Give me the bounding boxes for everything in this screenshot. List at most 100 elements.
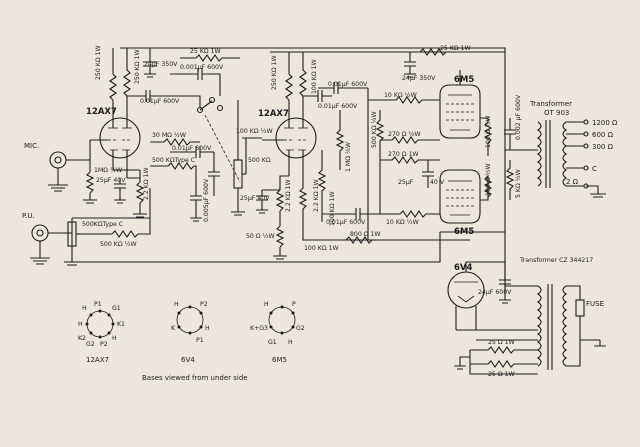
tap-c: C	[592, 165, 597, 173]
c-01-600-d: 0.01μF 600V	[318, 81, 368, 94]
bases-caption: Bases viewed from under side	[142, 374, 248, 382]
c-25-40-b-label: 25μF 40V	[240, 195, 270, 202]
r-100k-1w-b-label: 100 KΩ 1W	[304, 245, 339, 252]
base-6v4-label: 6V4	[181, 356, 195, 364]
ground-bus	[72, 231, 505, 263]
pin-6v4-2: H	[174, 301, 179, 308]
pu-input: P.U.	[22, 212, 72, 265]
c-600v-tone	[208, 152, 220, 196]
r-mic-grid: 1MΩ ½W	[83, 160, 122, 204]
pin-6v4-4: K	[171, 325, 176, 332]
tube-v1-12ax7: 12AX7	[86, 96, 141, 178]
c-01-600-a-label: 0.01μF 600V	[140, 98, 180, 105]
tube-v2-12ax7: 12AX7	[258, 96, 317, 180]
r-plate-b-label: 250 KΩ 1W	[134, 49, 141, 84]
r-500k-b-label: 500 KΩ ½W	[370, 111, 378, 148]
tap-300: 300 Ω	[592, 143, 614, 151]
pin-12ax7-1: P1	[94, 301, 102, 308]
tap-2: 2 Ω	[566, 178, 579, 186]
pin-6m5-4: K+G3	[250, 325, 268, 332]
c-001-600-top-label: 0.001μF 600V	[180, 64, 224, 71]
r-plate-d-label: 100 KΩ 1W	[311, 59, 318, 94]
ot-title: Transformer	[529, 100, 572, 108]
tube-v5-label: 6V4	[454, 263, 472, 273]
pin-12ax7-7: K2	[78, 335, 86, 342]
pu-volume-pot: 500KΩType C	[64, 217, 150, 266]
tap-600: 600 Ω	[592, 131, 614, 139]
fuse-label: FUSE	[586, 300, 604, 308]
r-100k-half-label: 100 KΩ ½W	[236, 127, 273, 135]
r-270-b-label: 270 Ω 1W	[388, 151, 419, 158]
r-mic-grid-label: 1MΩ ½W	[94, 166, 122, 174]
base-6v4: P2 H H K P1 6V4	[171, 301, 210, 364]
c-01-600-b: 0.01μF 600V	[170, 145, 214, 158]
c-25-40-a-label: 25μF 40V	[96, 177, 126, 184]
pt-title: Transformer CZ 344217	[519, 257, 593, 264]
r-v2-plates: 250 KΩ 1W 100 KΩ 1W	[271, 52, 318, 101]
tap-1200: 1200 Ω	[592, 119, 618, 127]
c-25-40-c-label: 25μF	[398, 179, 414, 186]
pin-12ax7-3: H	[82, 305, 87, 312]
r-50-label: 50 Ω ½W	[246, 232, 275, 240]
r-270-a-label: 270 Ω ½W	[388, 130, 421, 138]
c-24-350-b-label: 24μF 350V	[402, 75, 436, 82]
r-10k-b-label: 10 KΩ ½W	[386, 218, 419, 226]
c-0005-600-label: 0.005μF 600V	[203, 178, 210, 222]
base-6m5: P H G2 K+G3 G1 H 6M5	[250, 301, 305, 364]
base-12ax7: P1 G1 H K1 H H K2 G2 P2 12AX7	[78, 301, 125, 364]
pin-6v4-3: H	[205, 325, 210, 332]
r-top-fb-label: 25 KΩ 1W	[190, 48, 221, 55]
c-24-600: 24μF 600V	[478, 262, 512, 304]
r-100k-1w-a-label: 100 KΩ 1W	[329, 191, 336, 226]
c-0005-600: 0.005μF 600V	[190, 178, 210, 222]
pin-6v4-1: P2	[200, 301, 208, 308]
tube-v3-label: 6M5	[454, 75, 474, 85]
r-30k-label: 30 MΩ ½W	[152, 131, 186, 139]
heater-network: 25 Ω 1W 25 Ω 1W	[454, 329, 538, 378]
pin-6m5-1: P	[292, 301, 296, 308]
r-1m-half: 1 MΩ ½W	[335, 110, 352, 172]
pin-12ax7-4: K1	[117, 321, 125, 328]
r-2-2k-label: 2.2 KΩ 1W	[285, 179, 292, 212]
c-0002-600-label: 0.002 μF 600V	[515, 94, 522, 140]
c-01-600-c-label: 0.01μF 600V	[318, 103, 358, 110]
v1-cathode-network: 25μF 40V 2.2 KΩ 1W	[96, 167, 150, 218]
r-plate-a-label: 250 KΩ 1W	[95, 45, 102, 80]
c-24-600-label: 24μF 600V	[478, 289, 512, 296]
r-5k-half: 5 KΩ ½W	[505, 160, 522, 200]
r-1m-label: 1 MΩ ½W	[344, 142, 352, 172]
r-800-label: 800 Ω 1W	[350, 231, 381, 238]
r-500k-typec-a: 500 KΩType C	[150, 157, 197, 180]
r-25k-top2-label: 25 KΩ 1W	[440, 45, 471, 52]
r-100-b-label: 100 Ω ½W	[484, 163, 492, 196]
r-500k-half-label: 500 KΩ ½W	[100, 240, 137, 248]
volume-pot-500k: 500 KΩ	[231, 100, 271, 216]
pin-12ax7-8: G2	[86, 341, 95, 348]
c-25-40-c: 25μF 40 V	[398, 160, 445, 188]
c-01-600-e-label: 0.01μF 600V	[326, 219, 366, 226]
tube-v1-label: 12AX7	[86, 107, 117, 117]
c-01-600-c: 0.01μF 600V	[303, 90, 358, 110]
b-plus-rail	[120, 47, 506, 290]
pu-pot-label: 500KΩType C	[82, 221, 123, 228]
grid-network: 10 KΩ ½W 500 KΩ ½W 270 Ω ½W 270 Ω 1W 10 …	[367, 88, 440, 240]
pin-6m5-5: G1	[268, 339, 277, 346]
r-cath-a-label: 2.2 KΩ 1W	[143, 167, 150, 200]
r-100k-half: 100 KΩ ½W	[236, 127, 273, 139]
c-24-350-top: 24μF 350V	[143, 48, 178, 78]
r-25k-top2: 25 KΩ 1W	[419, 45, 471, 56]
c-01-600-b-label: 0.01μF 600V	[172, 145, 212, 152]
r-v1-plates: 250 KΩ 1W 250 KΩ 1W	[95, 45, 141, 101]
c-24-350-top-label: 24μF 350V	[144, 61, 178, 68]
pin-6m5-3: G2	[296, 325, 305, 332]
r-500k-a-label: 500 KΩ	[248, 157, 271, 164]
tube-v5-6v4: 6V4	[447, 261, 505, 330]
tube-v2-label: 12AX7	[258, 109, 289, 119]
pin-12ax7-5: H	[78, 321, 83, 328]
c-01-600-e: 0.01μF 600V	[322, 208, 380, 226]
r-100-a: 100 Ω ½W	[480, 115, 493, 156]
c-24-350-b: 24μF 350V	[402, 52, 436, 82]
mic-input: MIC.	[24, 142, 90, 192]
base-6m5-label: 6M5	[272, 356, 287, 364]
